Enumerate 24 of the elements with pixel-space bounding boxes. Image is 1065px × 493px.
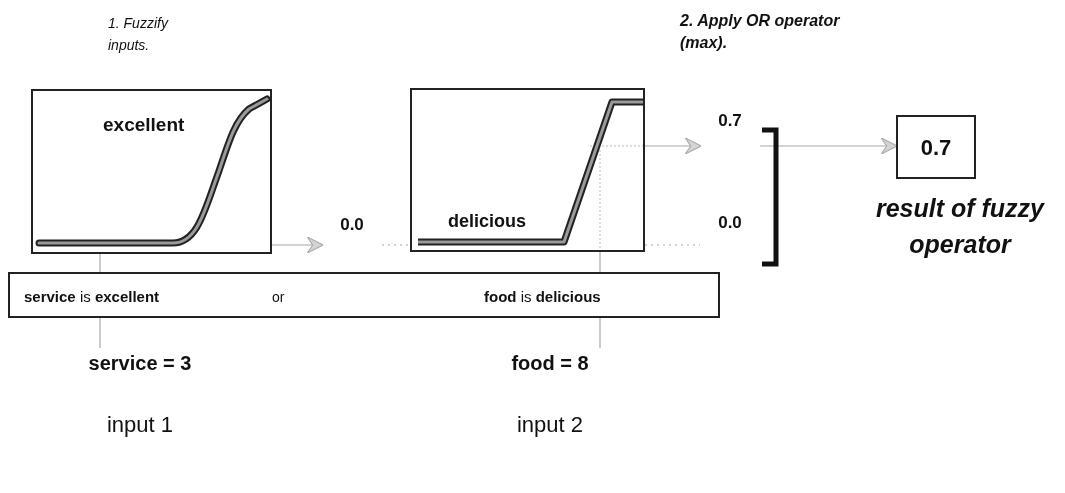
connector-line: [381, 244, 411, 246]
value-text: service = 3: [87, 351, 193, 376]
connector-line: [99, 253, 101, 273]
value-text: 0.7: [919, 133, 953, 162]
caption-text: result of fuzzy operator: [874, 193, 1046, 260]
step-heading: 2. Apply OR operator (max).: [680, 11, 841, 53]
step-heading: 1. Fuzzify inputs.: [108, 14, 170, 55]
curve-label: delicious: [448, 210, 527, 233]
value-text: 0.7: [717, 110, 743, 132]
connector-line: [599, 317, 601, 349]
rule-text: service is excellent: [24, 287, 160, 307]
connector-line: [599, 251, 601, 273]
value-text: 0.0: [339, 214, 365, 236]
rule-text: food is delicious: [484, 287, 601, 307]
value-text: 0.0: [717, 212, 743, 234]
connector-line: [99, 317, 101, 349]
rule-text: or: [272, 288, 285, 307]
curve-label: excellent: [103, 113, 185, 137]
arrow: [759, 137, 898, 155]
caption-text: input 2: [515, 411, 585, 439]
arrow: [271, 236, 324, 254]
caption-text: input 1: [105, 411, 175, 439]
arrow: [644, 137, 702, 155]
value-text: food = 8: [510, 351, 590, 376]
